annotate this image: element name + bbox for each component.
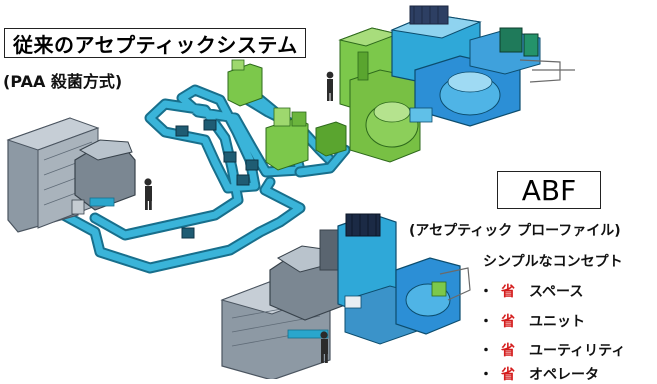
conventional-subtitle: (PAA 殺菌方式) (3, 72, 123, 91)
duct-fan-unit (223, 151, 237, 163)
conventional-title-box: 従来のアセプティックシステム (4, 28, 306, 58)
feature-bullet: ・ (479, 284, 493, 300)
feature-item: ・省ユーティリティ (479, 340, 625, 360)
operator-figure (144, 178, 152, 210)
feature-mark: 省 (501, 367, 515, 383)
duct-fan-unit (236, 174, 250, 186)
feature-item: ・省オペレータ (479, 364, 599, 384)
feature-mark: 省 (501, 314, 515, 330)
duct-fan-unit (175, 125, 189, 137)
abf-full-name: (アセプティック プローファイル) (409, 223, 621, 239)
feature-text: ユーティリティ (529, 343, 626, 359)
feature-mark: 省 (501, 284, 515, 300)
abf-title-box: ABF (497, 171, 601, 209)
feature-bullet: ・ (479, 343, 493, 359)
feature-text: スペース (529, 284, 584, 300)
feature-item: ・省ユニット (479, 311, 585, 331)
operator-figures (144, 71, 334, 363)
feature-mark: 省 (501, 343, 515, 359)
duct-fan-unit (181, 227, 195, 239)
conventional-title: 従来のアセプティックシステム (13, 32, 298, 57)
feature-bullet: ・ (479, 314, 493, 330)
duct-fan-unit (203, 119, 217, 131)
abf-concept: シンプルなコンセプト (483, 254, 623, 270)
conveyor (89, 197, 115, 207)
abf-title: ABF (521, 173, 577, 207)
duct-network (54, 84, 351, 274)
operator-figure (326, 71, 334, 101)
feature-bullet: ・ (479, 367, 493, 383)
operator-figure (320, 331, 328, 363)
conveyor (287, 329, 329, 339)
conventional-filler (390, 5, 575, 127)
feature-text: オペレータ (529, 367, 599, 383)
feature-item: ・省スペース (479, 281, 583, 301)
abf-machine (220, 213, 471, 379)
conventional-green-units (227, 27, 421, 171)
conventional-rinser-machine (6, 117, 136, 233)
feature-text: ユニット (529, 314, 585, 330)
duct-fan-unit (245, 159, 259, 171)
